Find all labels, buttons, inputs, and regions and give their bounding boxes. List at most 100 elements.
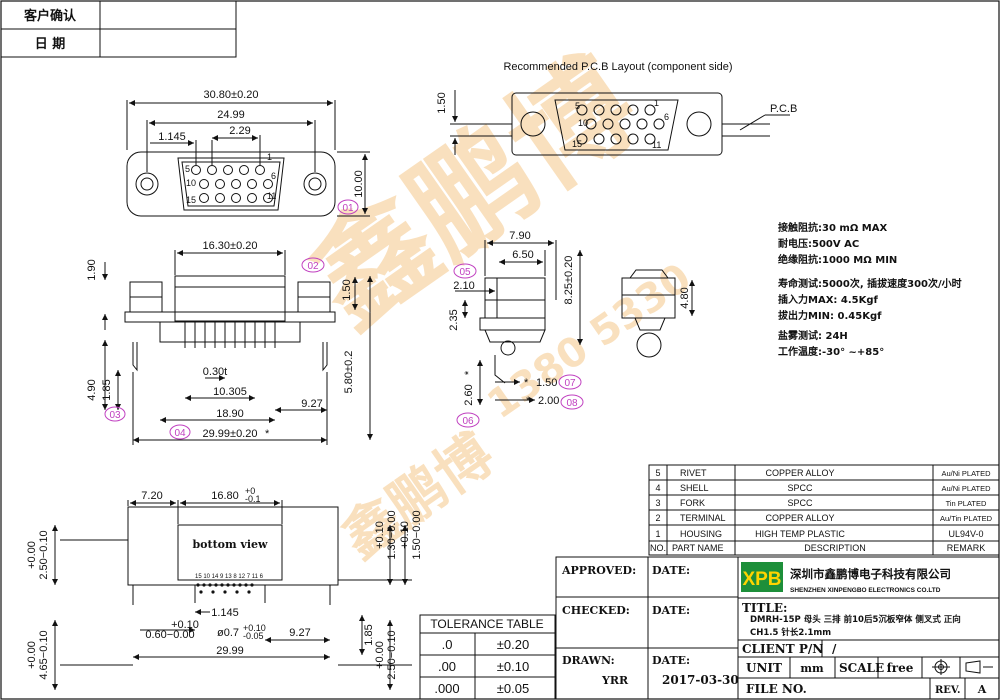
scale-label: SCALE <box>839 661 884 675</box>
bottom-view-label: bottom view <box>192 538 268 551</box>
approve-label: 客户确认 <box>24 8 77 24</box>
bottom-pin-numbers: 15 10 14 9 13 8 12 7 11 6 <box>195 574 264 580</box>
dim-front-offset: 1.145 <box>158 131 186 143</box>
tolerance-key: .0 <box>442 637 453 652</box>
dim-bottom-1-85: 1.85 <box>363 624 375 645</box>
bottom-view-pins <box>196 583 254 594</box>
dim-bottom-hole: ø0.7 <box>217 627 239 639</box>
company-name-cn: 深圳市鑫鹏博电子科技有限公司 <box>790 567 951 581</box>
pcb-pin-label-15: 15 <box>572 139 582 149</box>
pcb-pin-label-10: 10 <box>578 118 588 128</box>
tag-04: 04 <box>174 428 186 439</box>
approved-date-label: DATE: <box>652 564 690 577</box>
dim-bottom-hole-tol-bot: -0.05 <box>243 631 264 641</box>
dim-profile-6-50: 6.50 <box>512 249 533 261</box>
tag-01: 01 <box>342 203 354 214</box>
tolerance-key: .000 <box>434 681 459 696</box>
dim-profile-2-10: 2.10 <box>453 280 474 292</box>
bom-header-desc: DESCRIPTION <box>804 543 866 553</box>
bom-row-no: 4 <box>655 483 660 493</box>
company-name-en: SHENZHEN XINPENGBO ELECTRONICS CO.LTD <box>790 587 941 594</box>
dim-profile-2-60: 2.60 <box>463 384 475 405</box>
title-block <box>555 556 1000 700</box>
dim-bottom-7-20: 7.20 <box>141 490 162 502</box>
dim-profile-2-35: 2.35 <box>448 309 460 330</box>
title-block-labels: APPROVED: DATE: CHECKED: DATE: DRAWN: YR… <box>561 564 987 696</box>
pcb-pin-labels: 5 1 10 6 15 11 <box>572 98 669 150</box>
dim-bottom-16-80-tol-bot: -0.1 <box>245 494 261 504</box>
tolerance-value: ±0.10 <box>497 659 529 674</box>
tag-06: 06 <box>462 416 474 427</box>
dim-bottom-hole-tol-top: +0.10 <box>243 623 266 633</box>
title-line-2: CH1.5 针长2.1mm <box>750 627 831 638</box>
dim-side-pin-thickness: 0.30t <box>203 366 227 378</box>
title-label: TITLE: <box>742 601 788 615</box>
bom-row-part: FORK <box>680 498 705 508</box>
front-pin-label-10: 10 <box>186 178 196 188</box>
dim-bottom-right-1-50: 1.50−0.00 <box>411 510 423 559</box>
dim-bottom-right-tol1: +0.10 <box>374 521 386 549</box>
spec-contact-resistance: 接触阻抗:30 mΩ MAX <box>778 221 887 234</box>
dim-bottom-left-top-tol: +0.00 <box>26 541 38 569</box>
front-view-labels: 30.80±0.20 24.99 1.145 2.29 10.00 5 1 10… <box>158 89 365 205</box>
client-pn-value: / <box>832 642 837 656</box>
bottom-view <box>52 500 412 690</box>
client-pn-label: CLIENT P/N <box>742 642 823 656</box>
dim-side-shell-width: 16.30±0.20 <box>203 240 258 252</box>
tag-07: 07 <box>564 378 576 389</box>
tag-08: 08 <box>566 398 578 409</box>
bom-row-no: 5 <box>655 468 660 478</box>
bottom-view-labels: 7.20 16.80 +0 -0.1 bottom view 15 10 14 … <box>26 486 423 680</box>
bom-row-desc: COPPER ALLOY <box>765 468 834 478</box>
drawn-date-label: DATE: <box>652 654 690 667</box>
dim-pcb-thickness: 1.50 <box>436 92 448 113</box>
front-pin-label-11: 11 <box>267 191 276 201</box>
pcb-pin-label-5: 5 <box>575 101 580 111</box>
unit-label: UNIT <box>746 661 782 675</box>
title-line-1: DMRH-15P 母头 三排 前10后5沉板窄体 侧叉式 正向 <box>750 614 961 625</box>
dim-side-4-90: 4.90 <box>86 379 98 400</box>
bom-header-remark: REMARK <box>947 543 986 553</box>
file-no-label: FILE NO. <box>746 682 807 696</box>
checked-date-label: DATE: <box>652 604 690 617</box>
tag-05: 05 <box>459 267 471 278</box>
profile-view-labels: 7.90 6.50 2.10 8.25±0.20 2.35 2.60 * 1.5… <box>448 230 691 407</box>
dim-bottom-left-bot-tol: +0.00 <box>26 641 38 669</box>
bom-row-part: RIVET <box>680 468 707 478</box>
scale-value: free <box>887 661 914 675</box>
spec-insert-force: 插入力MAX: 4.5Kgf <box>778 293 879 306</box>
dim-front-height: 10.00 <box>353 170 365 198</box>
bom-row-desc: COPPER ALLOY <box>765 513 834 523</box>
bom-row-remark: Au/Tin PLATED <box>940 514 993 523</box>
drawn-label: DRAWN: <box>562 654 615 667</box>
dim-profile-2-60-star: * <box>463 370 475 375</box>
front-pin-label-5: 5 <box>185 164 190 174</box>
tolerance-labels: TOLERANCE TABLE .0 ±0.20 .00 ±0.10 .000 … <box>430 617 543 696</box>
tolerance-table <box>419 614 556 700</box>
side-view-labels: 16.30±0.20 1.90 1.50 0.30t 10.305 18.90 … <box>86 240 355 440</box>
dim-bottom-left-top: 2.50−0.10 <box>38 530 50 579</box>
dim-bottom-right-1-30: 1.30−0.00 <box>386 510 398 559</box>
bom-row-no: 2 <box>655 513 660 523</box>
dim-side-1-85: 1.85 <box>101 379 113 400</box>
dim-bottom-29-99: 29.99 <box>216 645 244 657</box>
spec-insulation: 绝缘阻抗:1000 MΩ MIN <box>778 253 897 266</box>
callout-tag-labels: 01 02 03 04 05 06 07 08 <box>109 203 578 439</box>
dim-bottom-left-bot: 4.65−0.10 <box>38 630 50 679</box>
approved-label: APPROVED: <box>561 564 636 577</box>
dim-side-1-50: 1.50 <box>341 279 353 300</box>
pcb-pin-holes <box>576 104 665 145</box>
spec-withdraw-force: 拔出力MIN: 0.45Kgf <box>778 309 882 322</box>
dim-side-10-305: 10.305 <box>213 386 247 398</box>
dim-bottom-tol: +0.10 <box>171 619 199 631</box>
bom-row-part: TERMINAL <box>680 513 726 523</box>
dim-profile-8-25: 8.25±0.20 <box>563 256 575 305</box>
profile-view <box>455 240 695 405</box>
bom-row-remark: Au/Ni PLATED <box>941 469 991 478</box>
pcb-layout-caption: Recommended P.C.B Layout (component side… <box>503 61 732 73</box>
company-logo <box>741 562 783 592</box>
dim-profile-4-80: 4.80 <box>679 287 691 308</box>
bom-table <box>648 464 1000 556</box>
bom-header-part: PART NAME <box>672 543 724 553</box>
